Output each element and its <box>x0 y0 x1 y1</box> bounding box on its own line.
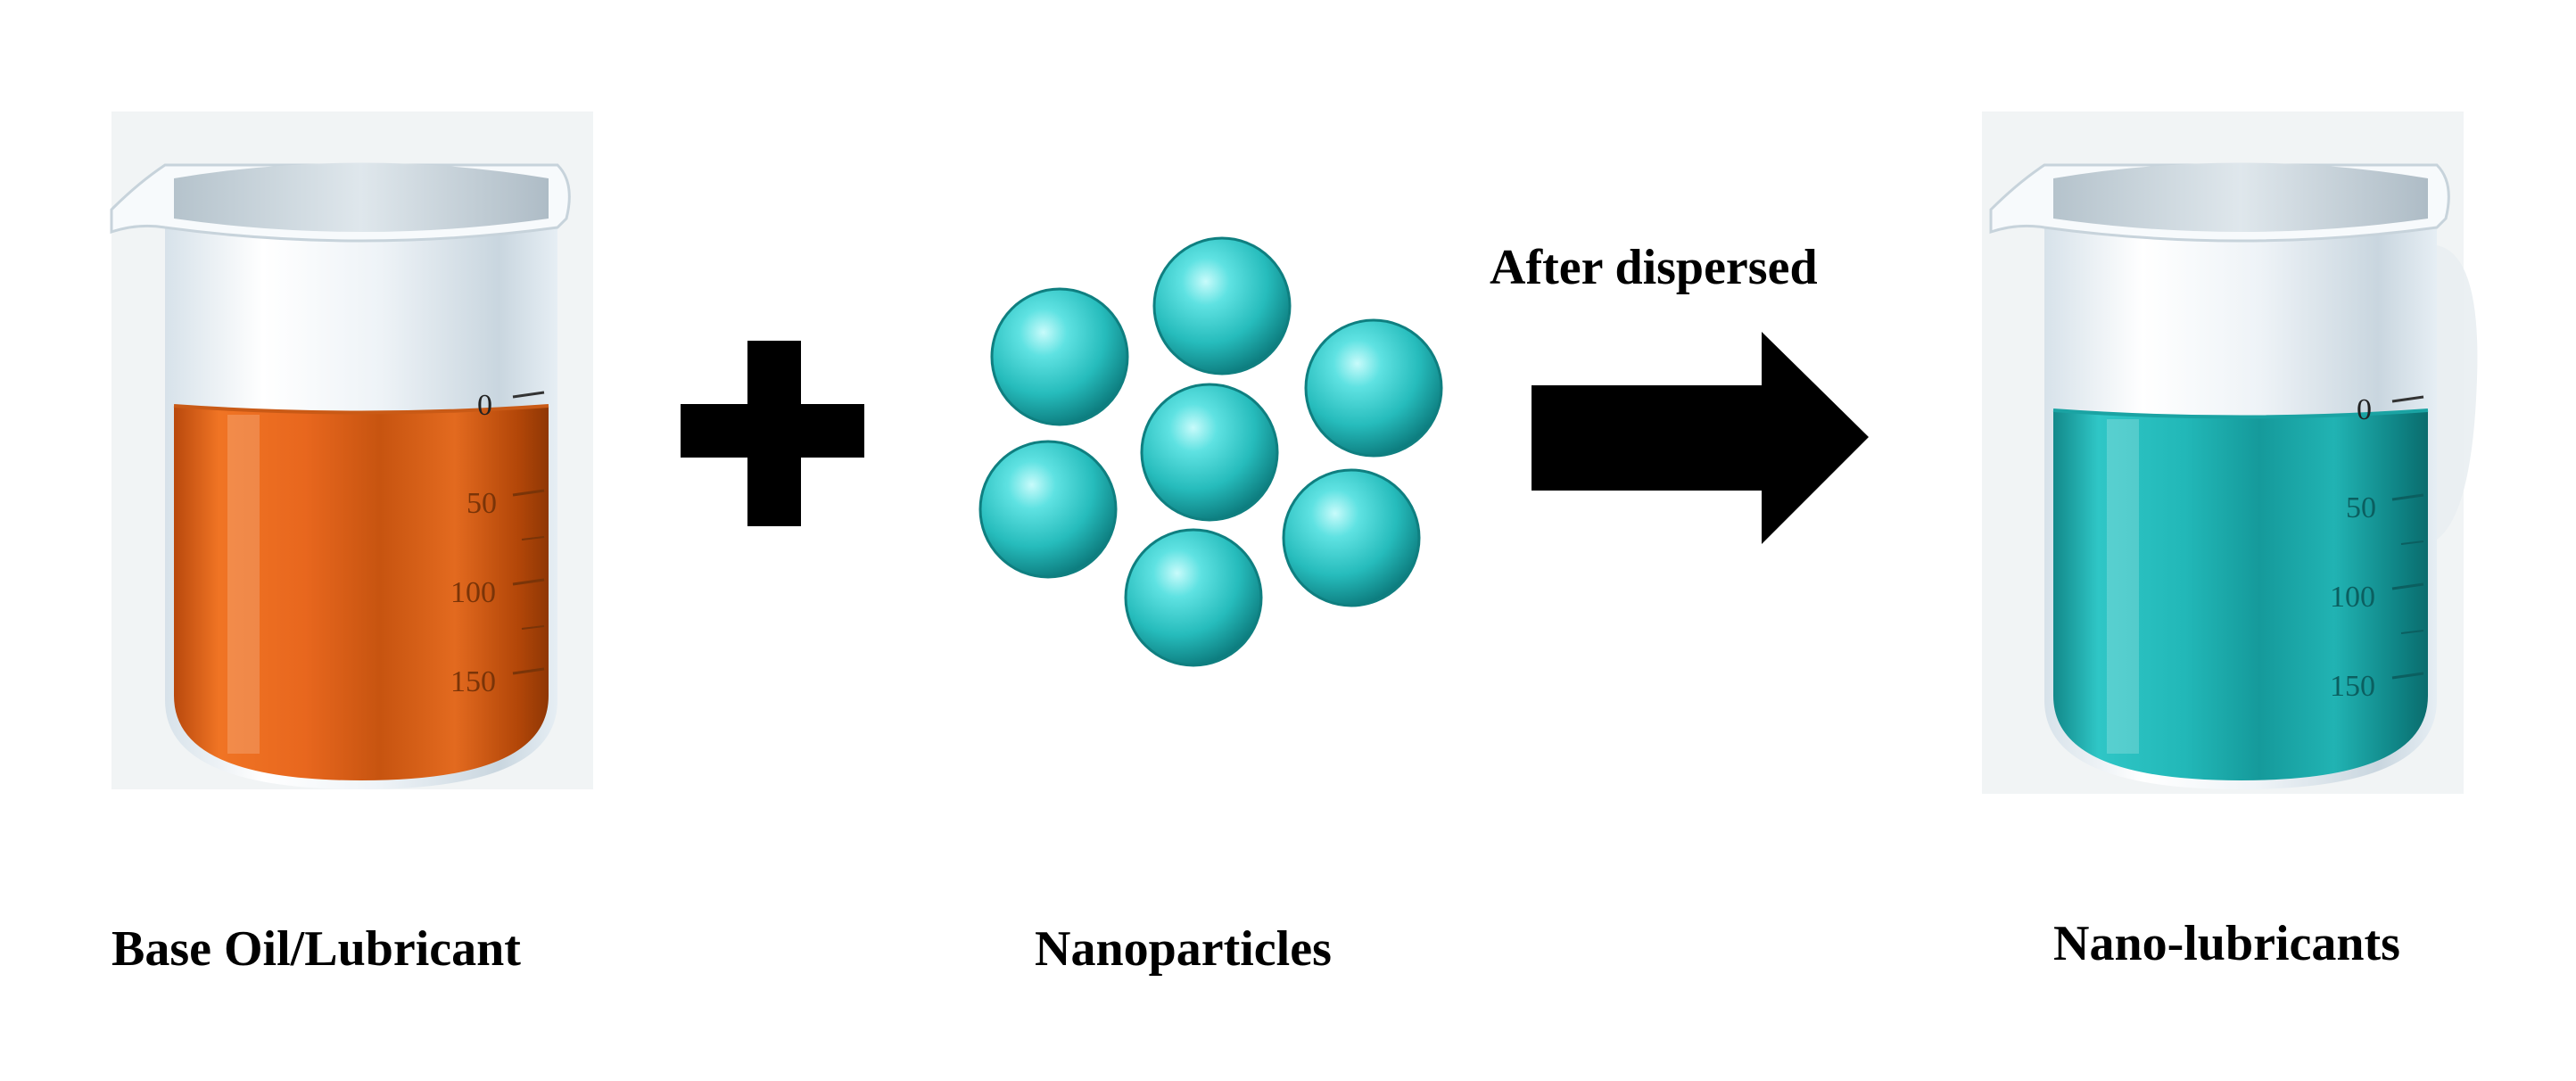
sphere-icon <box>978 440 1118 579</box>
scale-label-50: 50 <box>2346 491 2376 524</box>
nanoparticle-cluster <box>978 236 1443 667</box>
nano-lubricant-beaker: 0 50 100 150 <box>1982 111 2478 794</box>
scale-marks <box>2391 395 2424 680</box>
nano-liquid <box>2053 410 2428 780</box>
process-label: After dispersed <box>1490 240 1818 295</box>
scale-marks <box>512 391 545 675</box>
base-oil-label: Base Oil/Lubricant <box>111 921 521 977</box>
oil-liquid <box>174 406 549 780</box>
scale-label-50: 50 <box>466 487 497 520</box>
arrow-right-icon <box>1532 332 1869 544</box>
sphere-icon <box>1152 236 1292 375</box>
nano-lubricants-label: Nano-lubricants <box>2053 916 2400 971</box>
sphere-icon <box>990 287 1129 426</box>
scale-label-0: 0 <box>2357 393 2372 426</box>
sphere-icon <box>1282 468 1421 607</box>
scale-label-150: 150 <box>450 665 496 698</box>
scale-label-100: 100 <box>450 576 496 609</box>
nanoparticles-label: Nanoparticles <box>1035 921 1332 977</box>
sphere-icon <box>1140 383 1279 522</box>
scale-label-0: 0 <box>477 389 492 422</box>
sphere-icon <box>1124 528 1263 667</box>
scale-label-100: 100 <box>2330 581 2375 614</box>
base-oil-beaker: 0 50 100 150 <box>110 111 593 789</box>
scale-label-150: 150 <box>2330 670 2375 703</box>
sphere-icon <box>1304 318 1443 458</box>
plus-icon <box>681 341 864 526</box>
